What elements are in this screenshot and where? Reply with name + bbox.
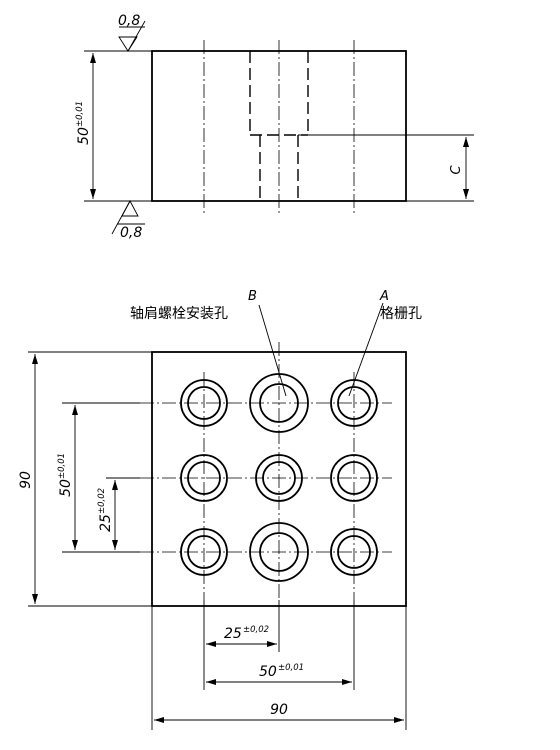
c-dimension-value: C (449, 165, 464, 175)
grid-hole (330, 528, 378, 576)
grid-hole (255, 454, 303, 502)
outer-width-value: 90 (270, 702, 288, 718)
pitch-25-horizontal-value: 25 (224, 626, 242, 642)
front-view: C 50 ±0,01 0,8 0,8 (75, 13, 474, 241)
height-dimension-tolerance: ±0,01 (75, 101, 85, 127)
grid-hole (180, 528, 228, 576)
leader-line-a (348, 302, 384, 397)
pitch-50-vertical-tolerance: ±0,01 (57, 453, 67, 479)
pitch-25-horizontal-tolerance: ±0,02 (243, 625, 269, 635)
leader-line-b (258, 304, 287, 397)
grid-hole (330, 379, 378, 427)
pitch-25-vertical-tolerance: ±0,02 (97, 488, 107, 514)
top-view: B 轴肩螺栓安装孔 A 格栅孔 90 50 ±0,01 25 ±0,02 25 … (18, 289, 422, 730)
leader-letter-a: A (379, 289, 389, 304)
surface-finish-symbol-top: 0,8 (118, 13, 146, 52)
outer-height-value: 90 (18, 471, 34, 489)
grid-hole (180, 454, 228, 502)
grid-hole (330, 454, 378, 502)
pitch-50-horizontal-value: 50 (259, 664, 277, 680)
pitch-25-vertical-value: 25 (98, 514, 114, 532)
grid-hole (180, 379, 228, 427)
shoulder-bolt-hole (249, 373, 309, 433)
height-dimension-value: 50 (76, 127, 92, 145)
leader-letter-b: B (248, 289, 257, 304)
pitch-50-vertical-value: 50 (58, 479, 74, 497)
shoulder-bolt-hole (249, 522, 309, 582)
surface-finish-bottom-value: 0,8 (120, 225, 142, 241)
surface-finish-symbol-bottom: 0,8 (111, 200, 145, 241)
pitch-50-horizontal-tolerance: ±0,01 (278, 663, 304, 673)
shoulder-bolt-hole-label: 轴肩螺栓安装孔 (130, 306, 228, 322)
grid-hole-label: 格栅孔 (380, 306, 422, 322)
surface-finish-top-value: 0,8 (118, 13, 140, 29)
